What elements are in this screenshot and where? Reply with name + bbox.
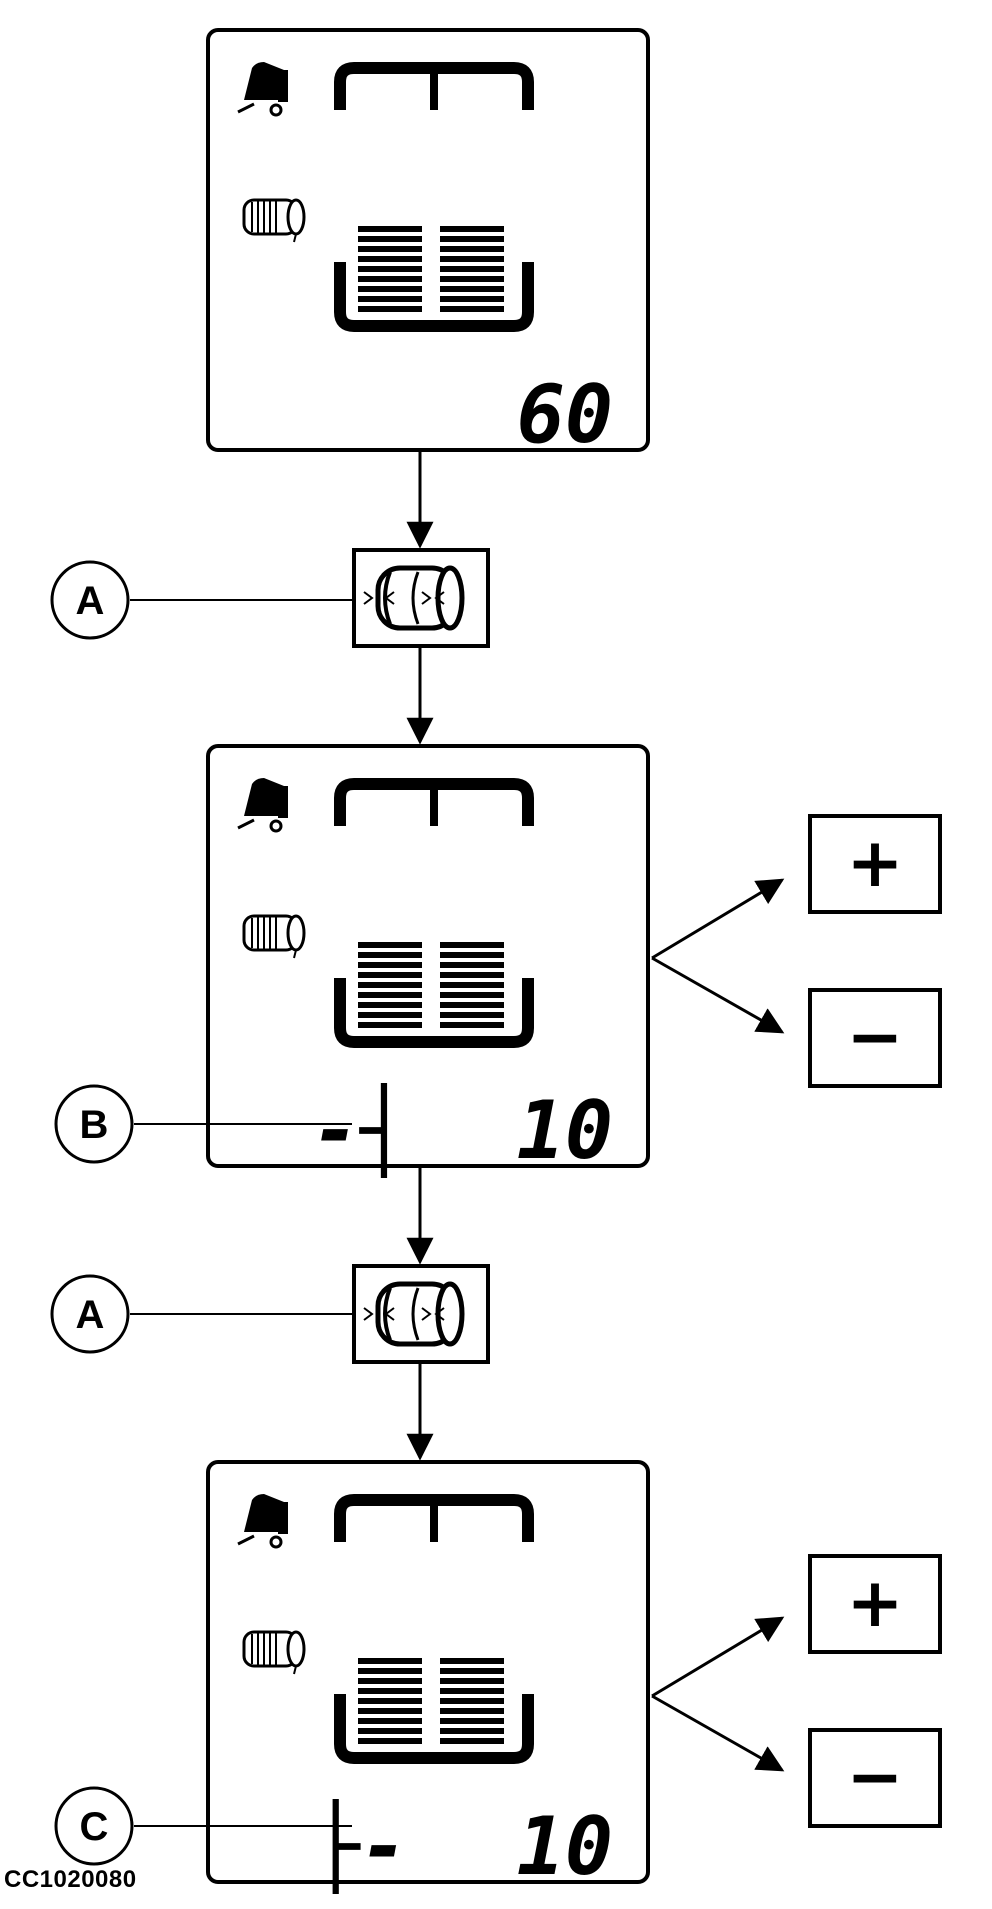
readout-right: 10 xyxy=(517,1084,613,1177)
minus-button-1[interactable]: − xyxy=(808,988,942,1088)
bale-button-2[interactable] xyxy=(354,1266,488,1362)
arrow-icon xyxy=(651,878,785,960)
display-screen-1: 60 xyxy=(208,30,648,461)
minus-label: − xyxy=(847,1738,904,1817)
plus-label: + xyxy=(847,1564,904,1643)
readout-left: -┤ xyxy=(312,1082,408,1178)
figure-code: CC1020080 xyxy=(4,1866,137,1893)
display-screen-3: ├- 10 xyxy=(208,1462,648,1894)
plus-button-1[interactable]: + xyxy=(808,814,942,914)
minus-label: − xyxy=(847,998,904,1077)
plus-label: + xyxy=(847,824,904,903)
bale-button-1[interactable] xyxy=(354,550,488,646)
callout-a-1: A xyxy=(50,560,352,640)
callout-label: A xyxy=(76,579,105,623)
arrow-icon xyxy=(651,956,785,1034)
callout-a-2: A xyxy=(50,1274,352,1354)
readout-right: 60 xyxy=(517,368,613,461)
callout-c: C xyxy=(54,1786,352,1866)
callout-label: A xyxy=(76,1293,105,1337)
callout-label: C xyxy=(80,1805,109,1849)
callout-label: B xyxy=(80,1103,109,1147)
callout-b: B xyxy=(54,1084,352,1164)
readout-left: ├- xyxy=(312,1798,408,1894)
arrow-icon xyxy=(651,1616,785,1698)
plus-button-2[interactable]: + xyxy=(808,1554,942,1654)
minus-button-2[interactable]: − xyxy=(808,1728,942,1828)
readout-right: 10 xyxy=(517,1800,613,1893)
display-screen-2: -┤ 10 xyxy=(208,746,648,1178)
arrow-icon xyxy=(651,1694,785,1772)
